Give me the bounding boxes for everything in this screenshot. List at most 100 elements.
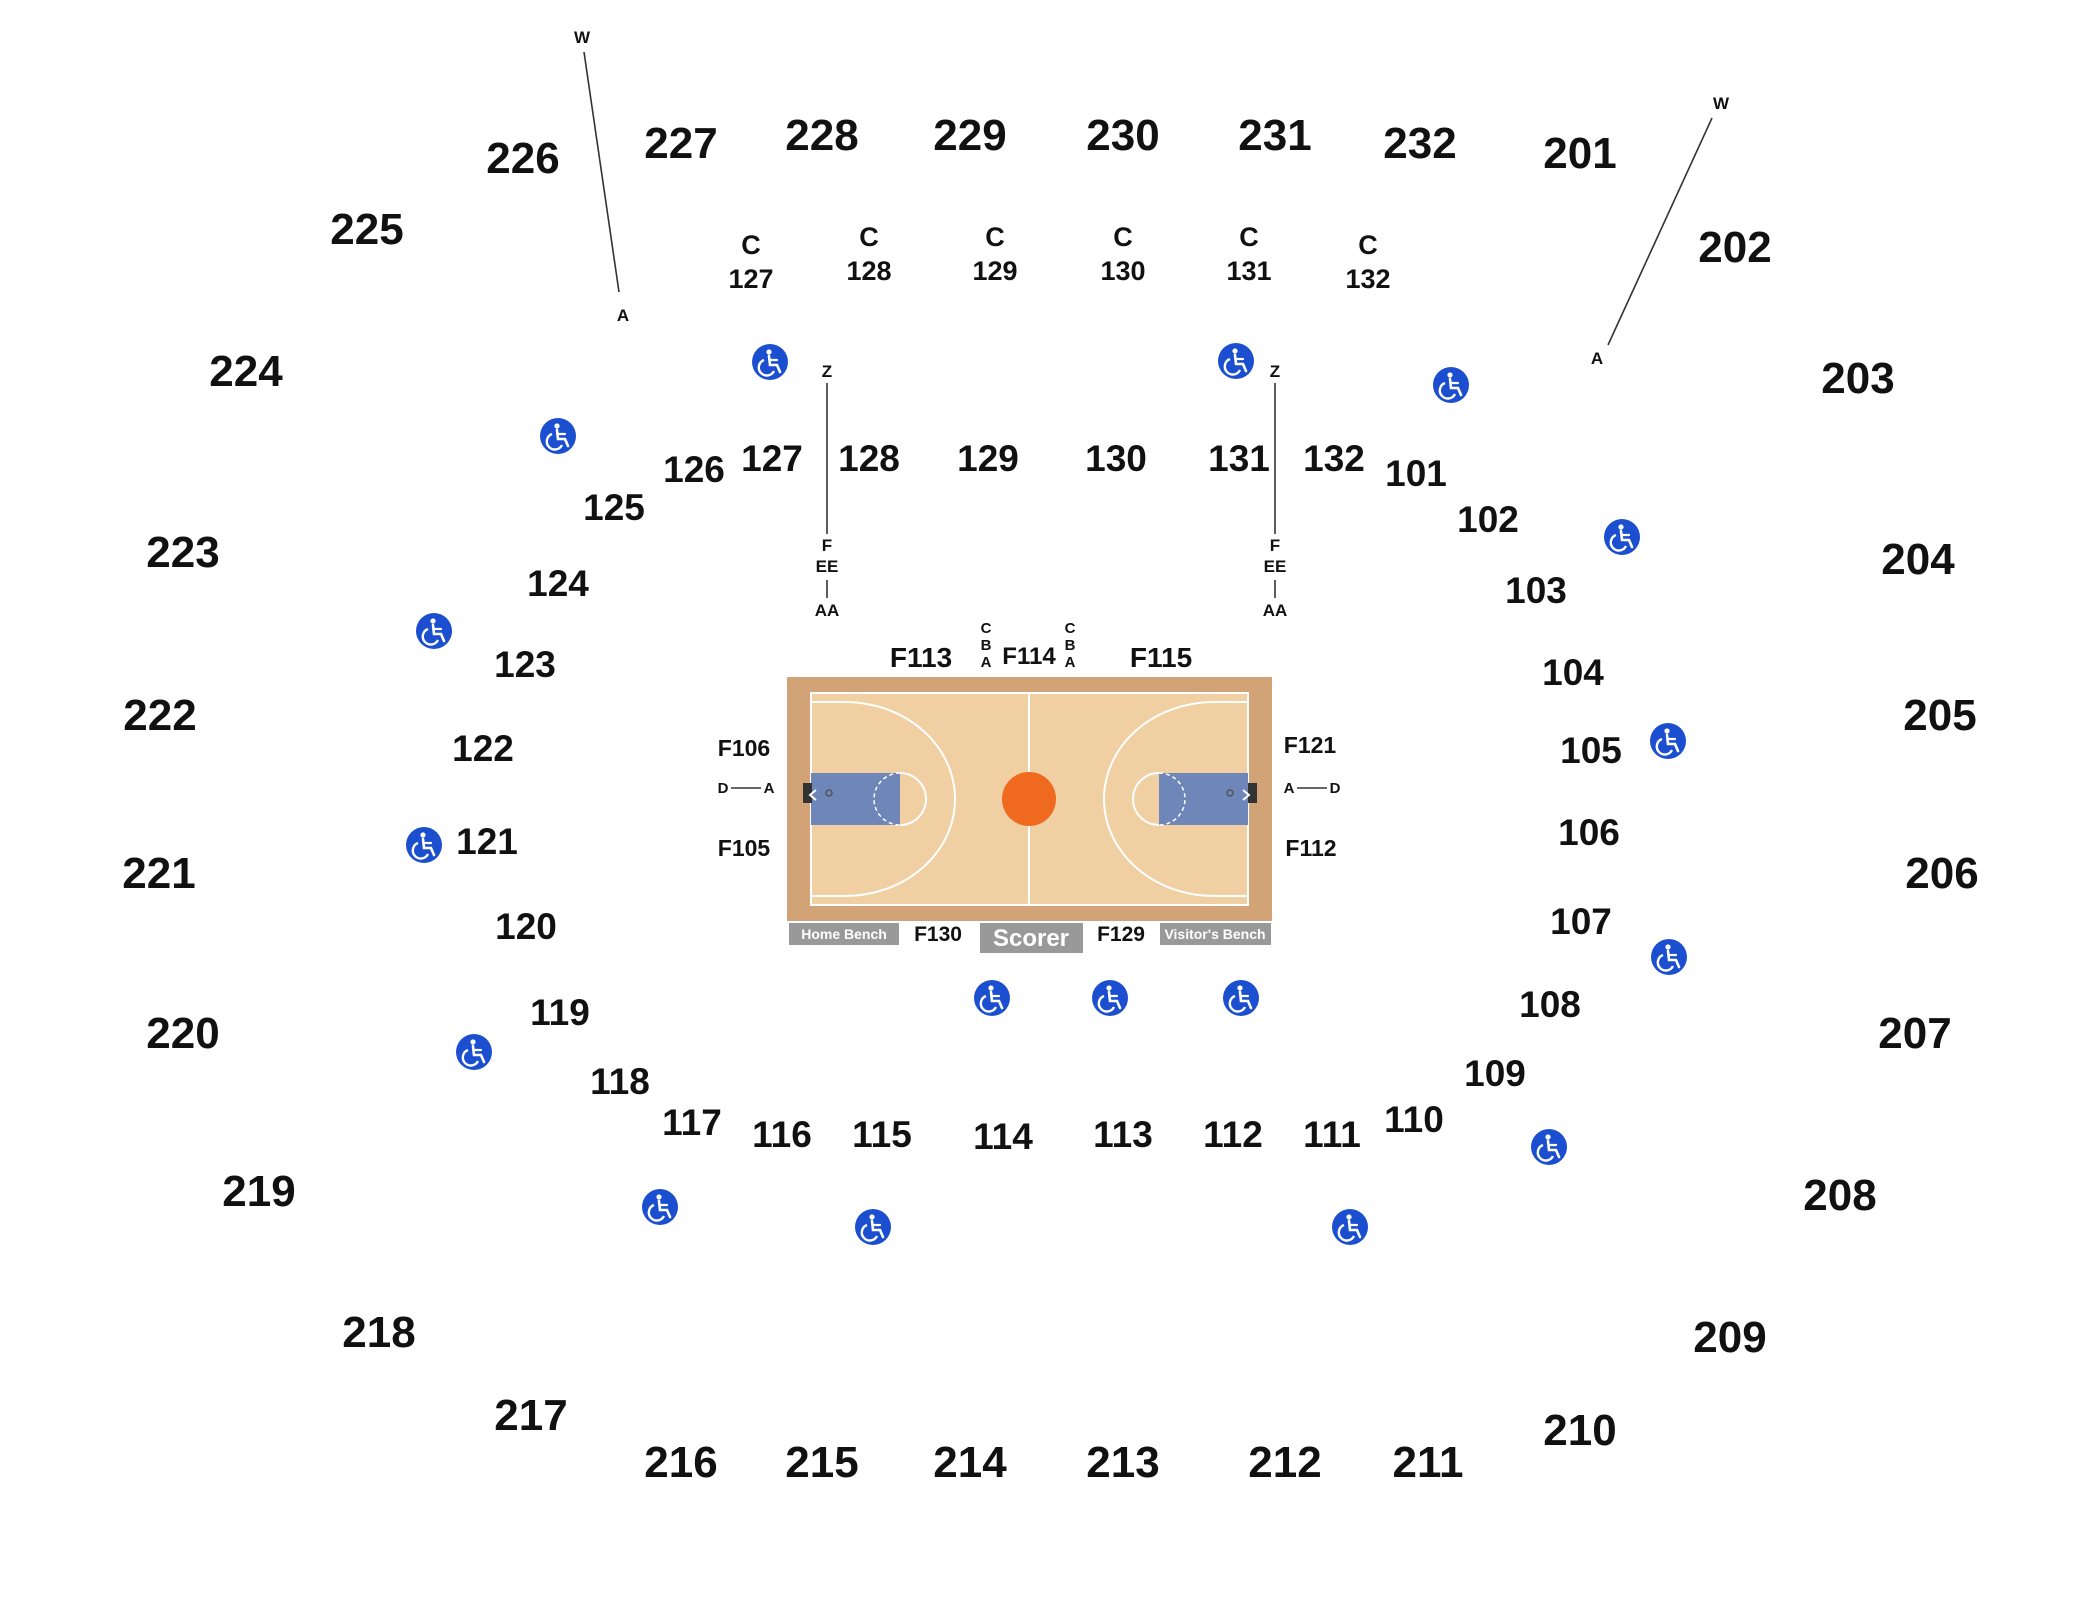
section-215[interactable]: 215 — [785, 1438, 858, 1487]
wheelchair-icon[interactable] — [1649, 937, 1689, 977]
section-208[interactable]: 208 — [1803, 1171, 1876, 1220]
section-f112[interactable]: F112 — [1285, 835, 1336, 861]
section-107[interactable]: 107 — [1550, 901, 1612, 942]
wheelchair-icon[interactable] — [1648, 721, 1688, 761]
section-201[interactable]: 201 — [1543, 129, 1616, 178]
section-f105[interactable]: F105 — [718, 835, 771, 861]
section-230[interactable]: 230 — [1086, 111, 1159, 160]
section-127[interactable]: 127 — [741, 438, 803, 479]
section-204[interactable]: 204 — [1881, 535, 1955, 584]
club-label: C — [741, 230, 761, 260]
section-223[interactable]: 223 — [146, 528, 219, 577]
section-c132[interactable]: C 132 — [1345, 230, 1390, 294]
wheelchair-icon[interactable] — [414, 611, 454, 651]
section-c131[interactable]: C 131 — [1226, 222, 1271, 286]
section-119[interactable]: 119 — [530, 992, 590, 1033]
section-203[interactable]: 203 — [1821, 354, 1894, 403]
section-209[interactable]: 209 — [1693, 1313, 1766, 1362]
section-c127[interactable]: C 127 — [728, 230, 773, 294]
section-131[interactable]: 131 — [1208, 438, 1270, 479]
wheelchair-icon[interactable] — [853, 1207, 893, 1247]
section-224[interactable]: 224 — [209, 347, 283, 396]
section-108[interactable]: 108 — [1519, 984, 1581, 1025]
section-111[interactable]: 111 — [1303, 1114, 1361, 1155]
section-206[interactable]: 206 — [1905, 849, 1978, 898]
section-113[interactable]: 113 — [1093, 1114, 1153, 1155]
section-226[interactable]: 226 — [486, 134, 559, 183]
wheelchair-icon[interactable] — [1216, 341, 1256, 381]
wheelchair-icon[interactable] — [538, 416, 578, 456]
row-label-c: C — [981, 620, 992, 637]
wheelchair-icon[interactable] — [454, 1032, 494, 1072]
section-229[interactable]: 229 — [933, 111, 1006, 160]
section-f129[interactable]: F129 — [1097, 923, 1145, 946]
section-132[interactable]: 132 — [1303, 438, 1365, 479]
section-f106[interactable]: F106 — [718, 735, 770, 761]
section-126[interactable]: 126 — [663, 449, 725, 490]
section-130[interactable]: 130 — [1085, 438, 1147, 479]
section-123[interactable]: 123 — [494, 644, 556, 685]
section-220[interactable]: 220 — [146, 1009, 219, 1058]
section-f113[interactable]: F113 — [890, 642, 952, 673]
wheelchair-icon[interactable] — [1221, 978, 1261, 1018]
section-210[interactable]: 210 — [1543, 1406, 1616, 1455]
section-121[interactable]: 121 — [456, 821, 518, 862]
row-label-a: A — [981, 654, 992, 671]
section-213[interactable]: 213 — [1086, 1438, 1159, 1487]
section-c130[interactable]: C 130 — [1100, 222, 1145, 286]
section-c128[interactable]: C 128 — [846, 222, 891, 286]
wheelchair-icon[interactable] — [1431, 365, 1471, 405]
section-227[interactable]: 227 — [644, 119, 717, 168]
section-122[interactable]: 122 — [452, 728, 514, 769]
section-c129[interactable]: C 129 — [972, 222, 1017, 286]
section-106[interactable]: 106 — [1558, 812, 1620, 853]
section-212[interactable]: 212 — [1248, 1438, 1321, 1487]
section-128[interactable]: 128 — [838, 438, 900, 479]
wheelchair-icon[interactable] — [972, 978, 1012, 1018]
section-110[interactable]: 110 — [1384, 1099, 1444, 1140]
section-114[interactable]: 114 — [973, 1116, 1033, 1157]
section-228[interactable]: 228 — [785, 111, 858, 160]
section-202[interactable]: 202 — [1698, 223, 1771, 272]
section-232[interactable]: 232 — [1383, 119, 1456, 168]
section-115[interactable]: 115 — [852, 1114, 912, 1155]
section-214[interactable]: 214 — [933, 1438, 1007, 1487]
section-f121[interactable]: F121 — [1284, 732, 1337, 758]
wheelchair-icon[interactable] — [1090, 978, 1130, 1018]
section-104[interactable]: 104 — [1542, 652, 1604, 693]
section-219[interactable]: 219 — [222, 1167, 295, 1216]
wheelchair-icon[interactable] — [1529, 1127, 1569, 1167]
section-222[interactable]: 222 — [123, 691, 196, 740]
section-117[interactable]: 117 — [662, 1102, 722, 1143]
section-218[interactable]: 218 — [342, 1308, 415, 1357]
section-217[interactable]: 217 — [494, 1391, 567, 1440]
right-free-throw-arc — [1132, 772, 1160, 826]
wheelchair-icon[interactable] — [750, 342, 790, 382]
section-129[interactable]: 129 — [957, 438, 1019, 479]
section-207[interactable]: 207 — [1878, 1009, 1951, 1058]
section-116[interactable]: 116 — [752, 1114, 812, 1155]
section-112[interactable]: 112 — [1203, 1114, 1263, 1155]
section-103[interactable]: 103 — [1505, 570, 1567, 611]
section-f130[interactable]: F130 — [914, 923, 962, 946]
section-f114[interactable]: F114 — [1002, 643, 1056, 670]
wheelchair-icon[interactable] — [404, 825, 444, 865]
section-225[interactable]: 225 — [330, 205, 403, 254]
section-205[interactable]: 205 — [1903, 691, 1976, 740]
section-231[interactable]: 231 — [1238, 111, 1311, 160]
section-211[interactable]: 211 — [1393, 1438, 1464, 1487]
section-118[interactable]: 118 — [590, 1061, 650, 1102]
section-125[interactable]: 125 — [583, 487, 645, 528]
section-109[interactable]: 109 — [1464, 1053, 1526, 1094]
section-120[interactable]: 120 — [495, 906, 557, 947]
wheelchair-icon[interactable] — [640, 1187, 680, 1227]
section-221[interactable]: 221 — [122, 849, 195, 898]
section-216[interactable]: 216 — [644, 1438, 717, 1487]
section-101[interactable]: 101 — [1385, 453, 1447, 494]
section-102[interactable]: 102 — [1457, 499, 1519, 540]
section-124[interactable]: 124 — [527, 563, 589, 604]
wheelchair-icon[interactable] — [1602, 517, 1642, 557]
section-f115[interactable]: F115 — [1130, 642, 1192, 673]
wheelchair-icon[interactable] — [1330, 1207, 1370, 1247]
section-105[interactable]: 105 — [1560, 730, 1622, 771]
